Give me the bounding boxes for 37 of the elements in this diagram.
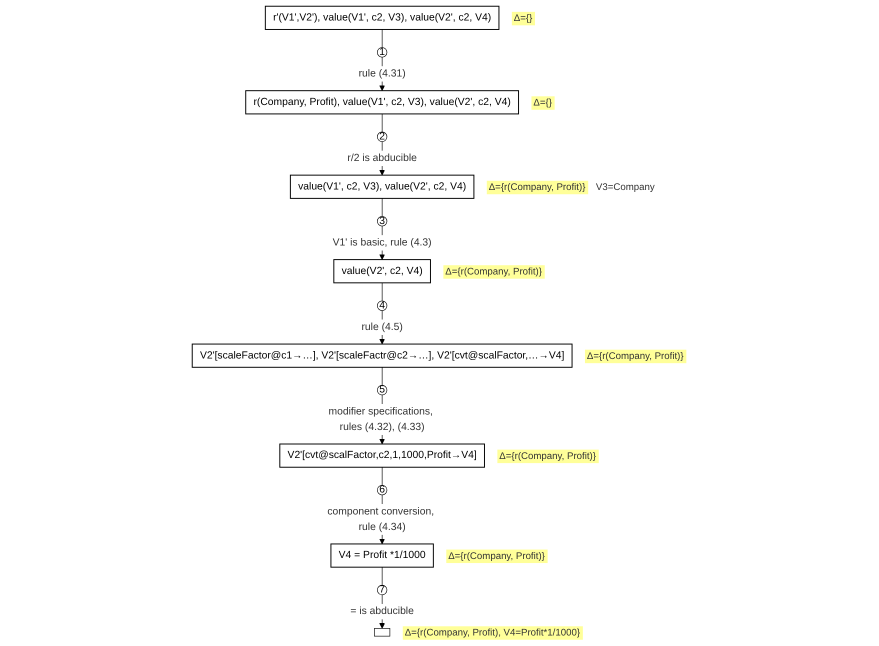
edge-label: component conversion, rule (4.34) [328, 506, 434, 532]
connector [382, 29, 383, 48]
connector [382, 282, 383, 302]
annotation-note: Δ={r(Company, Profit)} [487, 180, 588, 194]
connector [382, 114, 383, 132]
edge-label: V1' is basic, rule (4.3) [332, 237, 432, 248]
node-circle: 3 [377, 216, 388, 226]
node-box [374, 628, 390, 636]
annotation-note: Δ={r(Company, Profit)} [444, 265, 545, 279]
edge-label: r/2 is abducible [348, 152, 418, 164]
connector [382, 198, 383, 217]
node-circle: 1 [377, 47, 388, 58]
node-circle: 2 [377, 132, 388, 142]
node-box: r'(V1',V2'), value(V1', c2, V3), value(V2', c2, V4) [265, 6, 500, 30]
annotation-note: Δ={} [512, 12, 536, 26]
node-box: r(Company, Profit), value(V1', c2, V3), value(V2', c2, V4) [245, 90, 520, 114]
node-box: value(V1', c2, V3), value(V2', c2, V4) [290, 174, 475, 199]
node-circle: 6 [377, 484, 388, 496]
node-box: V2'[scaleFactor@c1→…], V2'[scaleFactr@c2→…], V2'[cvt@scalFactor,…→V4] [192, 344, 573, 368]
annotation-note: Δ={r(Company, Profit)} [585, 350, 687, 364]
annotation-note: Δ={r(Company, Profit), V4=Profit*1/1000} [403, 626, 584, 640]
edge-label: modifier specifications, rules (4.32), (4.33) [328, 406, 434, 432]
node-box: V4 = Profit *1/1000 [330, 543, 434, 568]
node-box: V2'[cvt@scalFactor,c2,1,1000,Profit→V4] [280, 444, 486, 468]
edge-label: rule (4.31) [358, 68, 406, 80]
edge-label: rule (4.5) [362, 321, 404, 332]
edge-label: = is abducible [350, 606, 414, 617]
node-circle: 5 [377, 385, 388, 396]
connector [382, 366, 383, 386]
connector [382, 466, 383, 486]
connector [382, 566, 383, 586]
annotation-note: Δ={r(Company, Profit)} [498, 450, 599, 464]
annotation-note: Δ={} [532, 96, 555, 110]
annotation-note: Δ={r(Company, Profit)} [446, 550, 548, 564]
node-circle: 4 [377, 300, 388, 311]
node-box: value(V2', c2, V4) [334, 259, 432, 284]
annotation-text: V3=Company [596, 182, 655, 193]
